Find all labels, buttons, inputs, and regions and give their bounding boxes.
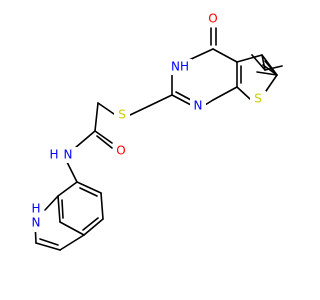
atom-label-layer: O NH S S N O H N H N bbox=[28, 11, 266, 232]
bond bbox=[204, 99, 214, 106]
bond bbox=[83, 218, 104, 236]
bond bbox=[96, 135, 113, 149]
oxygen-keto-label: O bbox=[208, 12, 217, 26]
bond-layer bbox=[34, 27, 283, 251]
bond bbox=[236, 54, 263, 63]
bond bbox=[212, 86, 238, 101]
bond bbox=[76, 181, 102, 194]
bond bbox=[94, 102, 99, 132]
bond bbox=[57, 195, 61, 223]
bond bbox=[212, 48, 238, 63]
bond bbox=[262, 64, 278, 76]
amide-hydrogen-label: H bbox=[49, 148, 58, 162]
bond bbox=[261, 54, 266, 71]
ring-nitrogen-label: N bbox=[194, 99, 203, 113]
thioether-sulfur-label: S bbox=[118, 108, 126, 122]
bond bbox=[44, 195, 59, 211]
bond bbox=[59, 221, 85, 236]
indole-nitrogen-label: N bbox=[32, 216, 41, 230]
oxygen-amide-label: O bbox=[116, 144, 125, 158]
bond bbox=[264, 65, 283, 71]
bond bbox=[82, 217, 99, 231]
structure-diagram: O NH S S N O H N H N bbox=[28, 11, 283, 251]
bond bbox=[97, 102, 115, 115]
indole-hydrogen-label: H bbox=[31, 202, 40, 216]
molecule-canvas: O NH S S N O H N H N bbox=[28, 11, 283, 251]
bond bbox=[236, 86, 251, 100]
bond bbox=[66, 161, 78, 183]
bond bbox=[171, 94, 192, 106]
bond bbox=[175, 91, 192, 101]
bond bbox=[79, 187, 98, 197]
bond bbox=[265, 74, 278, 92]
ring-nh-label: NH bbox=[171, 60, 189, 74]
bond bbox=[148, 94, 173, 107]
bond bbox=[188, 48, 214, 61]
bond bbox=[100, 192, 104, 220]
bond bbox=[61, 199, 64, 219]
amide-nitrogen-label: N bbox=[64, 148, 73, 162]
bond bbox=[129, 105, 150, 116]
bond bbox=[74, 130, 96, 149]
bond bbox=[94, 130, 113, 144]
thiophene-sulfur-label: S bbox=[254, 92, 262, 106]
bond bbox=[251, 54, 266, 71]
bond bbox=[264, 60, 276, 74]
bond bbox=[59, 234, 85, 251]
bond bbox=[256, 71, 278, 76]
bond bbox=[39, 238, 59, 246]
bond bbox=[35, 242, 61, 251]
bond bbox=[57, 181, 78, 197]
